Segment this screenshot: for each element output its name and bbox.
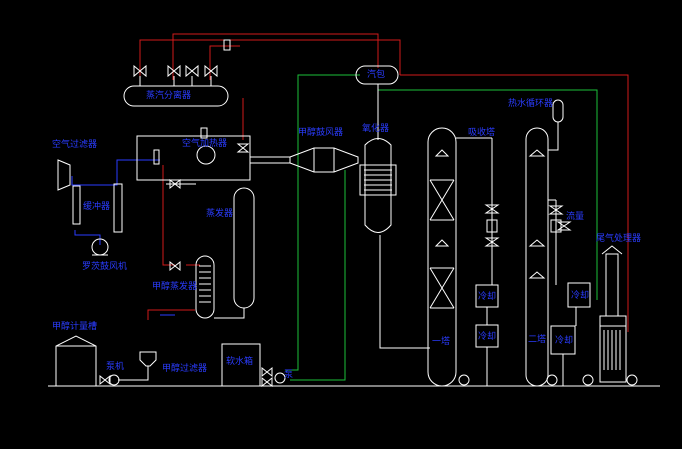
label-tower-1: 一塔: [432, 337, 451, 347]
cooler-3: [567, 282, 591, 308]
valve-3: [185, 64, 199, 78]
label-methanol-tank: 甲醇计量槽: [52, 322, 98, 332]
process-lines: [71, 159, 175, 316]
methanol-filter: [139, 351, 157, 367]
label-air-filter: 空气过滤器: [52, 140, 98, 150]
steam-drum-vessel: [355, 65, 399, 85]
methanol-blower-body: [289, 147, 359, 173]
label-tower-2: 二塔: [528, 335, 547, 345]
label-methanol-blower: 甲醇鼓风器: [298, 128, 344, 138]
label-oxidizer: 氧化器: [362, 124, 390, 134]
tower-1: [427, 127, 457, 387]
label-pump-small: 泵: [284, 370, 294, 380]
label-absorber: 吸收塔: [468, 128, 496, 138]
label-methanol-pump: 泵机: [106, 362, 125, 372]
tower-2: [525, 127, 549, 387]
evaporator-column: [233, 187, 255, 309]
buffer-vessel: [113, 183, 123, 233]
air-filter-body: [57, 159, 71, 191]
label-steam-separator: 蒸汽分离器: [146, 91, 192, 101]
valve-4: [204, 64, 218, 78]
label-cooler-1: 冷却: [478, 292, 497, 302]
valve-1: [133, 64, 147, 78]
methanol-evaporator: [195, 255, 215, 319]
valve-2: [167, 64, 181, 78]
label-methanol-filter: 甲醇过滤器: [162, 364, 208, 374]
label-cooler-2: 冷却: [478, 332, 497, 342]
label-cooler-3: 冷却: [571, 291, 590, 301]
label-air-heater: 空气加热器: [182, 139, 228, 149]
steam-lines: [139, 33, 629, 332]
label-steam-drum: 汽包: [367, 70, 386, 80]
label-evaporator: 蒸发器: [206, 209, 234, 219]
label-roots-blower: 罗茨鼓风机: [82, 262, 128, 272]
label-cooler-4: 冷却: [555, 336, 574, 346]
label-buffer: 缓冲器: [83, 202, 111, 212]
label-tail-gas: 尾气处理器: [596, 234, 642, 244]
label-water-tank: 软水箱: [226, 357, 254, 367]
equipment: [55, 39, 638, 388]
water-tank: [221, 343, 261, 387]
tail-gas-stack: [605, 253, 619, 317]
label-methanol-evaporator: 甲醇蒸发器: [152, 282, 198, 292]
steam-separator-vessel: [123, 85, 229, 107]
methanol-tank: [55, 335, 97, 386]
water-lines: [285, 74, 598, 381]
label-flowmeter: 流量: [566, 212, 585, 222]
oxidizer-vessel: [364, 138, 392, 233]
label-reboiler: 热水循环器: [508, 99, 554, 109]
air-heater-box: [136, 135, 251, 181]
